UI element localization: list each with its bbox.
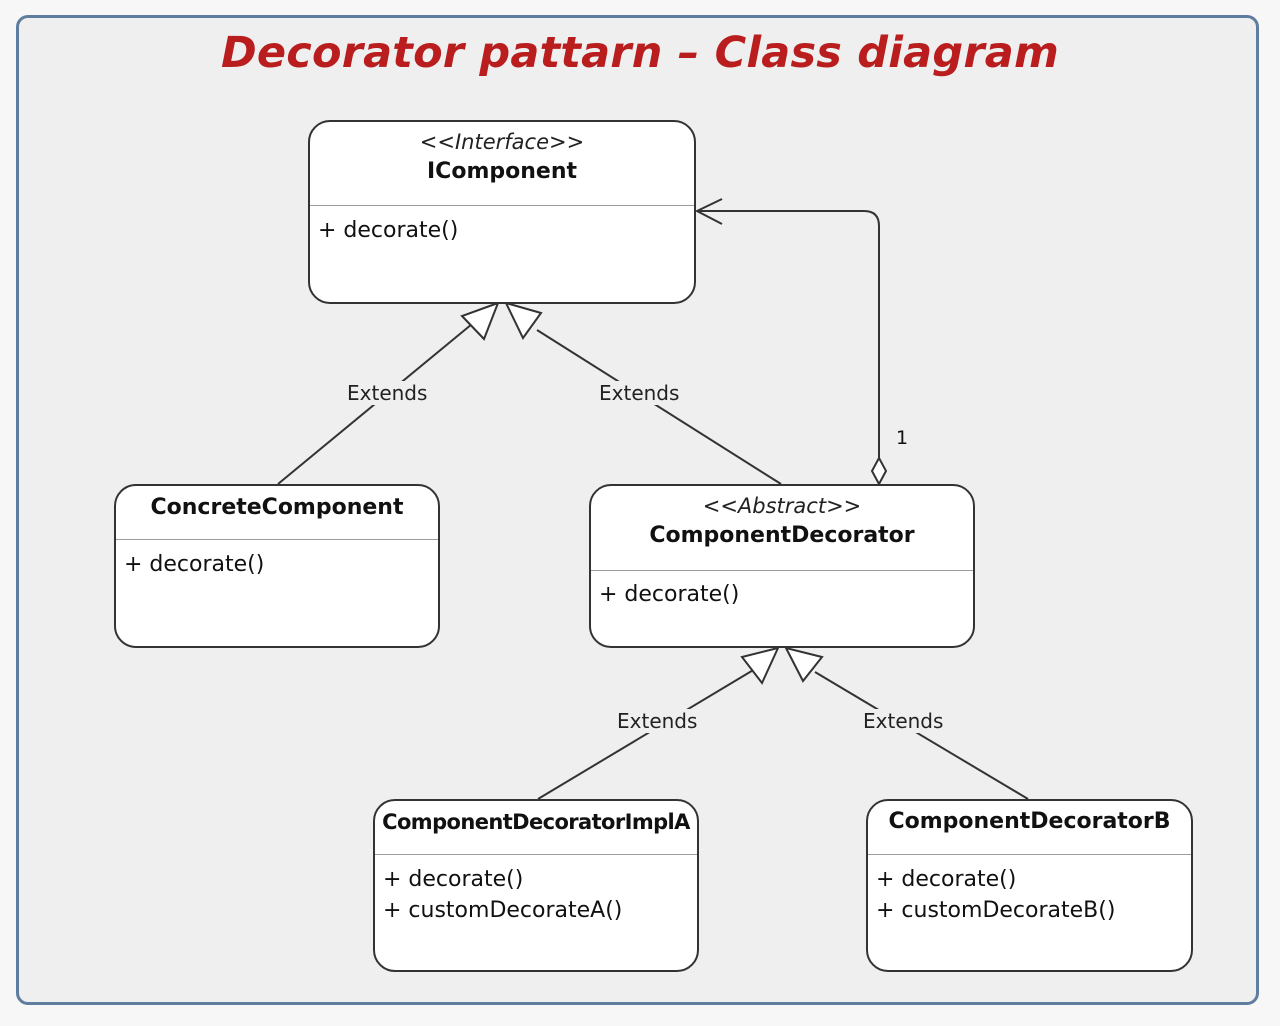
class-component-decorator-impl-a-header: ComponentDecoratorImplA: [375, 801, 697, 855]
class-component-decorator-b-operations: + decorate() + customDecorateB(): [876, 864, 1115, 926]
generalization-arrowhead-implA: [740, 646, 780, 685]
generalization-line-decB: [814, 671, 1029, 800]
class-component-decorator-operations: + decorate(): [599, 579, 739, 610]
operation: + decorate(): [318, 218, 459, 243]
class-component-decorator-impl-a-name: ComponentDecoratorImplA: [382, 810, 690, 834]
generalization-line-decorator: [536, 329, 782, 485]
class-concrete-component-name: ConcreteComponent: [150, 495, 404, 520]
aggregation-arrowhead: [694, 198, 723, 225]
class-concrete-component-operations: + decorate(): [124, 549, 264, 580]
class-component-decorator-stereotype: <<Abstract>>: [702, 494, 862, 518]
aggregation-multiplicity: 1: [896, 427, 909, 449]
class-component-decorator-b[interactable]: ComponentDecoratorB + decorate() + custo…: [866, 799, 1193, 972]
operation: + decorate(): [599, 582, 740, 607]
generalization-line-implA: [537, 668, 756, 800]
class-icomponent-operations: + decorate(): [318, 215, 458, 246]
class-component-decorator-b-name: ComponentDecoratorB: [888, 809, 1171, 834]
class-component-decorator-impl-a[interactable]: ComponentDecoratorImplA + decorate() + c…: [373, 799, 699, 972]
class-icomponent-stereotype: <<Interface>>: [419, 130, 585, 154]
class-icomponent-header: <<Interface>> IComponent: [310, 122, 694, 206]
class-concrete-component[interactable]: ConcreteComponent + decorate(): [114, 484, 440, 648]
class-component-decorator-impl-a-operations: + decorate() + customDecorateA(): [383, 864, 622, 926]
class-component-decorator-b-header: ComponentDecoratorB: [868, 801, 1191, 855]
aggregation-line: [697, 210, 880, 458]
class-icomponent-name: IComponent: [427, 159, 577, 184]
extends-label-decB: Extends: [861, 709, 946, 733]
operation: + decorate(): [124, 552, 265, 577]
extends-label-decorator: Extends: [597, 381, 682, 405]
class-icomponent[interactable]: <<Interface>> IComponent + decorate(): [308, 120, 696, 304]
class-component-decorator-header: <<Abstract>> ComponentDecorator: [591, 486, 973, 571]
operation: + decorate(): [383, 867, 524, 892]
generalization-arrowhead-decorator: [504, 301, 543, 340]
operation: + decorate(): [876, 867, 1017, 892]
aggregation-diamond: [870, 455, 888, 487]
operation: + customDecorateB(): [876, 898, 1116, 923]
extends-label-concrete: Extends: [345, 381, 430, 405]
generalization-arrowhead-decB: [784, 646, 824, 683]
operation: + customDecorateA(): [383, 898, 623, 923]
class-component-decorator[interactable]: <<Abstract>> ComponentDecorator + decora…: [589, 484, 975, 648]
class-component-decorator-name: ComponentDecorator: [649, 523, 915, 548]
diagram-title: Decorator pattarn – Class diagram: [221, 28, 1059, 78]
extends-label-implA: Extends: [615, 709, 700, 733]
generalization-arrowhead-concrete: [460, 301, 500, 341]
class-concrete-component-header: ConcreteComponent: [116, 486, 438, 540]
